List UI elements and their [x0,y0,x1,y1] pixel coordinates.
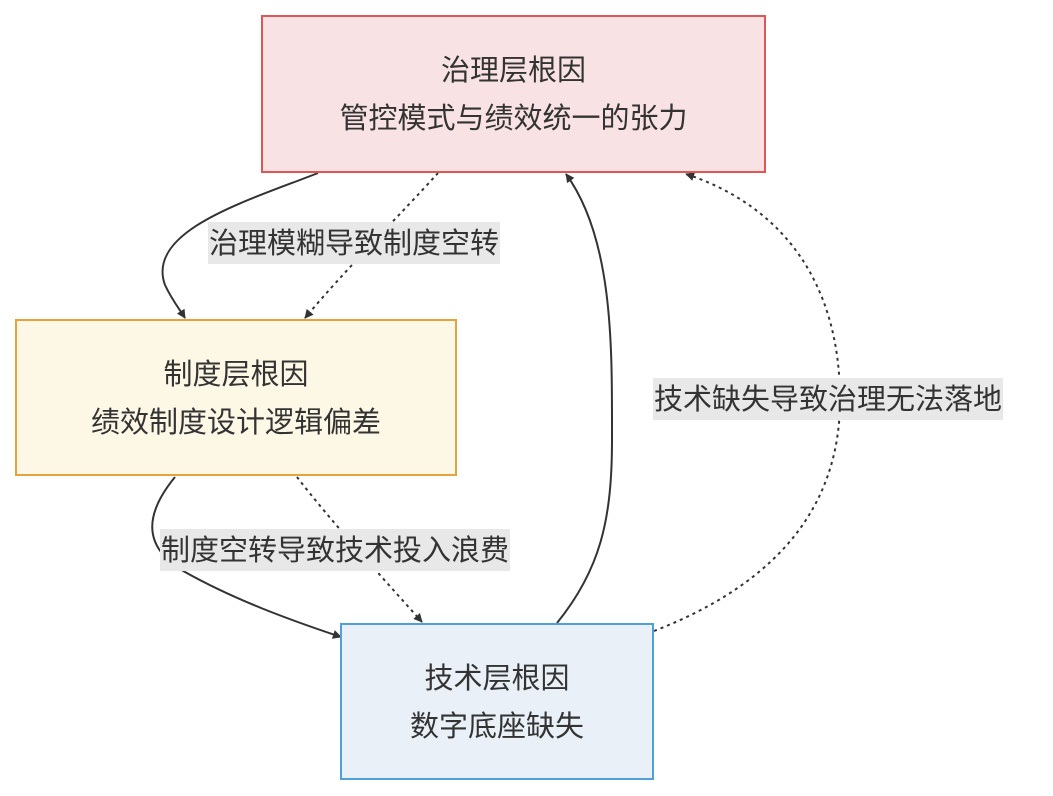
edge-technology-governance-solid [556,173,614,624]
node-governance-root-cause: 治理层根因 管控模式与绩效统一的张力 [261,15,766,173]
node-governance-subtitle: 管控模式与绩效统一的张力 [339,101,688,135]
edge-label-governance-institution: 治理模糊导致制度空转 [208,222,501,264]
node-technology-subtitle: 数字底座缺失 [409,708,584,743]
node-technology-title: 技术层根因 [424,660,570,695]
node-technology-root-cause: 技术层根因 数字底座缺失 [340,623,654,780]
edge-institution-technology-solid [151,476,342,639]
edge-governance-institution-solid [161,172,319,319]
edge-label-institution-technology: 制度空转导致技术投入浪费 [160,529,511,571]
node-governance-title: 治理层根因 [440,53,586,87]
edge-governance-institution-dashed [304,172,439,319]
node-institution-title: 制度层根因 [163,356,309,391]
node-institution-subtitle: 绩效制度设计逻辑偏差 [90,404,381,439]
edge-label-technology-governance: 技术缺失导致治理无法落地 [653,378,1004,420]
node-institution-root-cause: 制度层根因 绩效制度设计逻辑偏差 [15,319,457,476]
